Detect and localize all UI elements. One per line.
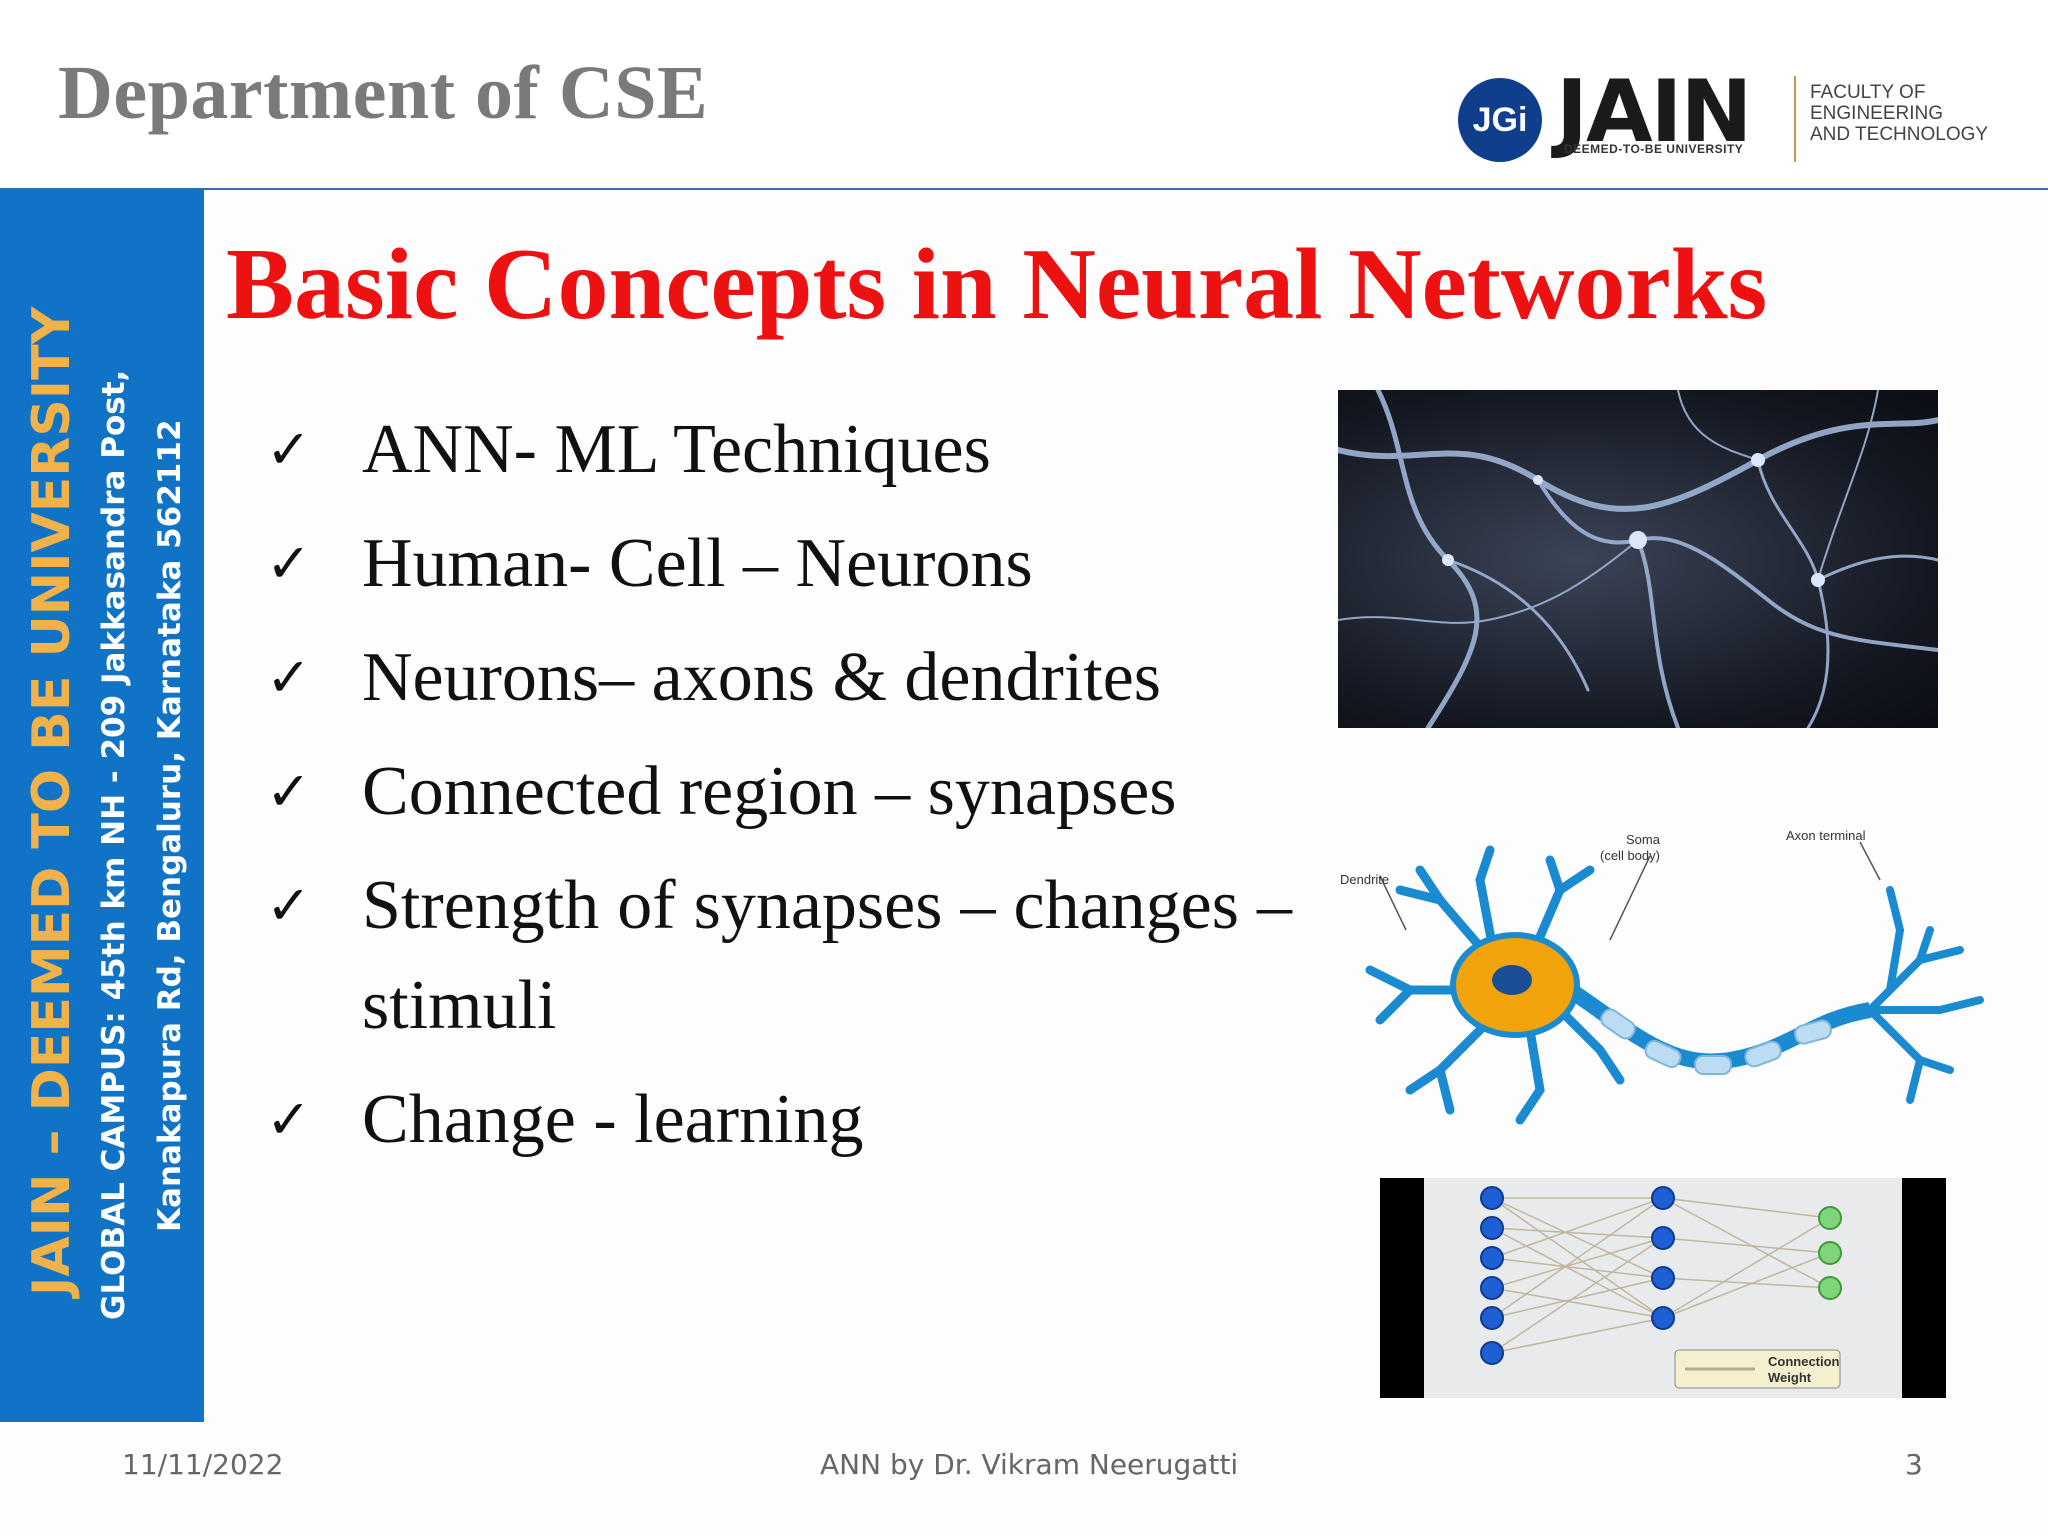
logo-divider: [1794, 76, 1796, 162]
bullet-item: ✓ ANN- ML Techniques: [262, 400, 1292, 500]
faculty-line-3: AND TECHNOLOGY: [1810, 124, 1989, 145]
dendrite-label: Dendrite: [1340, 872, 1389, 887]
check-icon: ✓: [266, 418, 312, 481]
footer-author: ANN by Dr. Vikram Neerugatti: [820, 1448, 1239, 1481]
sidebar-university-name: JAIN – DEEMED TO BE UNIVERSITY: [22, 306, 82, 1296]
faculty-line-2: ENGINEERING: [1810, 103, 1944, 124]
bullet-text: ANN- ML Techniques: [362, 411, 991, 488]
check-icon: ✓: [266, 1088, 312, 1151]
bullet-text: Connected region – synapses: [362, 753, 1177, 830]
footer-date: 11/11/2022: [122, 1448, 284, 1481]
axon-terminal-label: Axon terminal: [1786, 828, 1866, 843]
department-title: Department of CSE: [58, 51, 709, 135]
network-legend-line-1: Connection: [1768, 1354, 1840, 1369]
check-icon: ✓: [266, 874, 312, 937]
check-icon: ✓: [266, 760, 312, 823]
jain-logo: JGi JAIN DEEMED-TO-BE UNIVERSITY FACULTY…: [1458, 62, 1998, 166]
slide-title: Basic Concepts in Neural Networks: [226, 228, 1768, 341]
faculty-text: FACULTY OF ENGINEERING AND TECHNOLOGY: [1810, 82, 1988, 145]
network-legend-line-2: Weight: [1768, 1370, 1812, 1385]
neurons-photo: [1338, 390, 1938, 728]
bullet-text: Human- Cell – Neurons: [362, 525, 1033, 602]
bullet-text: Change - learning: [362, 1081, 864, 1158]
footer-page-number: 3: [1905, 1448, 1923, 1481]
neuron-diagram: Dendrite Soma (cell body) Axon terminal: [1330, 820, 2000, 1140]
bullet-item: ✓ Connected region – synapses: [262, 742, 1292, 842]
soma-sublabel: (cell body): [1600, 848, 1660, 863]
sidebar-address-line-1: GLOBAL CAMPUS: 45th km NH - 209 Jakkasan…: [96, 369, 132, 1320]
network-illustration: Connection Weight: [1380, 1178, 1946, 1398]
faculty-line-1: FACULTY OF: [1810, 82, 1926, 103]
soma-label: Soma: [1626, 832, 1661, 847]
bullet-item: ✓ Change - learning: [262, 1070, 1292, 1170]
check-icon: ✓: [266, 532, 312, 595]
jgi-logo-circle: JGi: [1458, 78, 1542, 162]
bullet-text: Neurons– axons & dendrites: [362, 639, 1162, 716]
university-sidebar: [0, 190, 204, 1422]
bullet-item: ✓ Strength of synapses – changes – stimul…: [262, 856, 1292, 1056]
bullet-item: ✓ Human- Cell – Neurons: [262, 514, 1292, 614]
check-icon: ✓: [266, 646, 312, 709]
jain-logo-subtitle: DEEMED-TO-BE UNIVERSITY: [1564, 142, 1744, 156]
bullet-item: ✓ Neurons– axons & dendrites: [262, 628, 1292, 728]
header: Department of CSE JGi JAIN DEEMED-TO-BE …: [0, 0, 2048, 190]
bullet-list: ✓ ANN- ML Techniques ✓ Human- Cell – Neuro…: [262, 400, 1292, 1184]
sidebar-address-line-2: Kanakapura Rd, Bengaluru, Karnataka 5621…: [152, 419, 188, 1232]
jain-logo-text: JAIN: [1556, 62, 1753, 162]
bullet-text: Strength of synapses – changes – stimuli: [362, 867, 1292, 1044]
